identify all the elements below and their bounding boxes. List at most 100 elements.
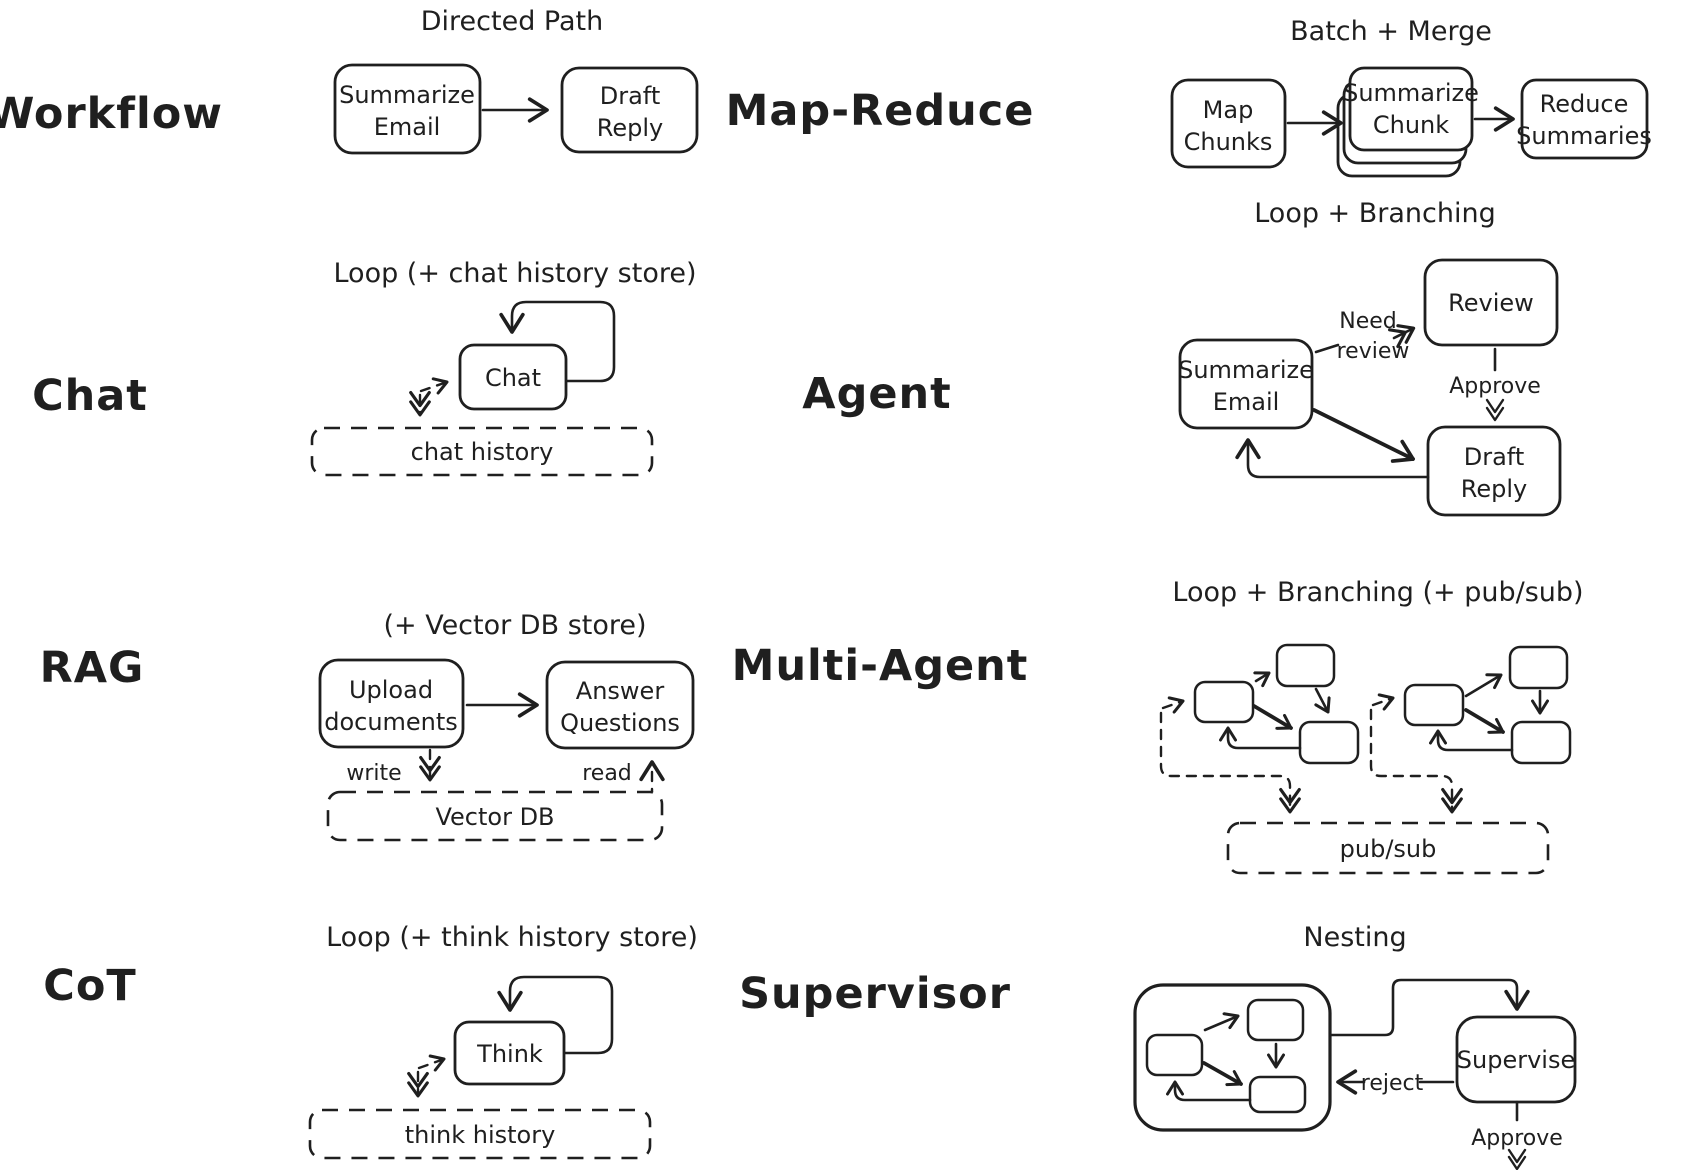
reduce-summaries-node [1520, 78, 1649, 160]
agent-node [1510, 720, 1572, 765]
review-text: Review [1448, 289, 1534, 317]
agent-node [1298, 720, 1360, 765]
agent-node [1275, 643, 1336, 688]
think-history-store [308, 1108, 652, 1160]
cluster2-pubsub-arrow [1369, 708, 1463, 814]
nested-return-arrow [1166, 1080, 1252, 1102]
chat-label: Chat [32, 371, 148, 421]
need-review-line1: Need [1339, 309, 1397, 334]
agent-node [1403, 683, 1465, 727]
chat-title: Loop (+ chat history store) [333, 258, 696, 289]
multi-agent-section: Multi-Agent Loop + Branching (+ pub/sub) [732, 577, 1584, 875]
summarize-to-draft-arrow [1312, 408, 1415, 463]
agent-node [1145, 1033, 1204, 1077]
chat-history-store [310, 426, 654, 477]
map-reduce-title: Batch + Merge [1290, 16, 1492, 47]
read-label: read [582, 761, 632, 786]
summarize-chunk-node [1348, 66, 1474, 152]
cluster2-arrow-a-b [1464, 673, 1503, 698]
cot-store-in-arrow [417, 1054, 446, 1072]
supervisor-label: Supervisor [739, 969, 1011, 1019]
workflow-title: Directed Path [421, 6, 604, 37]
multi-agent-title: Loop + Branching (+ pub/sub) [1172, 577, 1583, 608]
need-review-tail [1314, 343, 1340, 354]
upload-line2: documents [324, 708, 458, 736]
write-label: write [346, 761, 401, 786]
agent-draft-line2: Reply [1461, 475, 1527, 503]
pubsub-store [1226, 821, 1550, 875]
agent-label: Agent [802, 369, 951, 419]
review-node [1423, 258, 1559, 347]
map-chunks-node [1170, 78, 1287, 169]
summarize-chunk-line1: Summarize [1343, 79, 1479, 107]
chat-section: Chat Loop (+ chat history store) Chat ch… [32, 258, 697, 477]
multi-agent-cluster-2 [1369, 645, 1572, 814]
vector-db-store [326, 790, 664, 842]
cluster1-arrow-b-c [1314, 687, 1331, 714]
agent-summarize-email-node [1178, 338, 1314, 430]
agent-draft-reply-node [1426, 425, 1562, 517]
cot-label: CoT [43, 961, 136, 1011]
cluster1-entry-arrow [1161, 696, 1185, 714]
workflow-label: Workflow [0, 89, 223, 139]
agent-node [1246, 998, 1305, 1042]
cluster1-arrow-a-b [1253, 671, 1271, 688]
supervise-approve-chevron [1507, 1148, 1527, 1170]
agent-section: Agent Loop + Branching Summarize Email R… [802, 198, 1562, 517]
reduce-summaries-line2: Summaries [1516, 122, 1652, 150]
summarize-email-line1: Summarize [339, 81, 475, 109]
think-node-text: Think [476, 1040, 543, 1068]
rag-section: RAG (+ Vector DB store) Upload documents… [40, 610, 695, 842]
answer-questions-node [545, 660, 695, 750]
rag-title: (+ Vector DB store) [383, 610, 646, 641]
container-to-supervise-arrow [1328, 978, 1530, 1037]
agent-node [1248, 1075, 1307, 1114]
upload-line1: Upload [349, 676, 433, 704]
agent-node [1193, 680, 1255, 724]
cluster2-return-arrow [1429, 729, 1514, 752]
cluster1-return-arrow [1219, 726, 1302, 750]
workflow-section: Workflow Directed Path Summarize Email D… [0, 6, 699, 155]
summarize-email-node [333, 63, 482, 155]
answer-line1: Answer [576, 677, 665, 705]
think-history-text: think history [405, 1121, 556, 1149]
need-review-arrow [1387, 324, 1416, 349]
reject-label: reject [1361, 1071, 1424, 1096]
supervise-text: Supervise [1457, 1046, 1575, 1074]
chat-history-text: chat history [411, 438, 554, 466]
supervisor-section: Supervisor Nesting Supervise reject Appr… [739, 922, 1577, 1170]
draft-reply-node [560, 66, 699, 154]
upload-documents-node [318, 658, 465, 749]
chat-loop-arrow [499, 300, 616, 383]
think-node [453, 1020, 566, 1086]
cluster1-arrow-a-c [1252, 704, 1293, 730]
draft-reply-line1: Draft [600, 82, 661, 110]
map-reduce-label: Map-Reduce [726, 86, 1035, 136]
cot-section: CoT Loop (+ think history store) Think t… [43, 922, 698, 1160]
cluster2-entry-arrow [1371, 693, 1395, 711]
reduce-summaries-line1: Reduce [1540, 90, 1629, 118]
chat-node-text: Chat [485, 364, 541, 392]
summarize-email-line2: Email [374, 113, 441, 141]
draft-reply-line2: Reply [597, 114, 663, 142]
agent-summarize-line1: Summarize [1178, 356, 1314, 384]
map-chunks-line2: Chunks [1184, 128, 1273, 156]
supervisor-title: Nesting [1303, 922, 1406, 953]
agent-draft-line1: Draft [1464, 443, 1525, 471]
nested-arrow-a-c [1202, 1061, 1243, 1087]
cot-loop-arrow [497, 975, 614, 1055]
cluster2-arrow-a-c [1464, 708, 1505, 734]
agent-node [1508, 645, 1569, 690]
summarize-chunk-line2: Chunk [1373, 111, 1449, 139]
draft-to-summarize-arrow [1235, 438, 1430, 479]
chat-store-in-arrow [419, 377, 449, 395]
cluster1-pubsub-arrow [1159, 711, 1301, 814]
multi-agent-label: Multi-Agent [732, 641, 1029, 691]
pubsub-text: pub/sub [1340, 835, 1437, 863]
approve-text: Approve [1449, 374, 1541, 399]
answer-line2: Questions [560, 709, 680, 737]
nested-arrow-a-b [1203, 1012, 1240, 1032]
supervise-approve-label: Approve [1471, 1126, 1563, 1151]
